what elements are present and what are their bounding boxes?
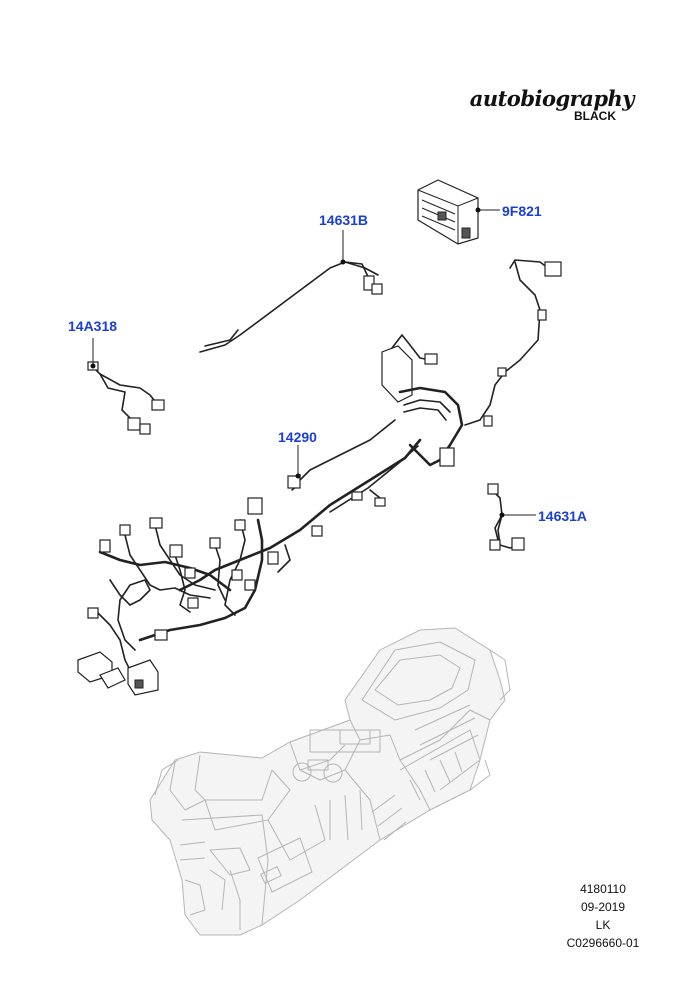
illustration-id: C0296660-01 [566, 936, 640, 950]
reference-block: 4180110 09-2019 LK C0296660-01 [548, 880, 658, 952]
reference-code: LK [595, 918, 611, 932]
callout-9F821[interactable]: 9F821 [502, 203, 542, 219]
center-console-drawing [149, 627, 511, 936]
trim-script-name: autobiography [469, 86, 635, 111]
callout-14A318[interactable]: 14A318 [68, 318, 118, 334]
reference-number: 4180110 [580, 882, 626, 896]
callout-14631A[interactable]: 14631A [538, 508, 588, 524]
module-9F821-drawing [417, 179, 500, 245]
harness-14A318-drawing [87, 338, 165, 435]
callout-14631B[interactable]: 14631B [319, 212, 369, 228]
reference-date: 09-2019 [580, 900, 626, 914]
trim-badge: autobiography BLACK [469, 86, 635, 123]
callout-14290[interactable]: 14290 [278, 429, 317, 445]
main-harness-drawing [77, 259, 562, 696]
harness-14631B-drawing [199, 230, 383, 353]
harness-14631A-drawing [487, 483, 536, 551]
trim-subtitle: BLACK [574, 109, 616, 123]
